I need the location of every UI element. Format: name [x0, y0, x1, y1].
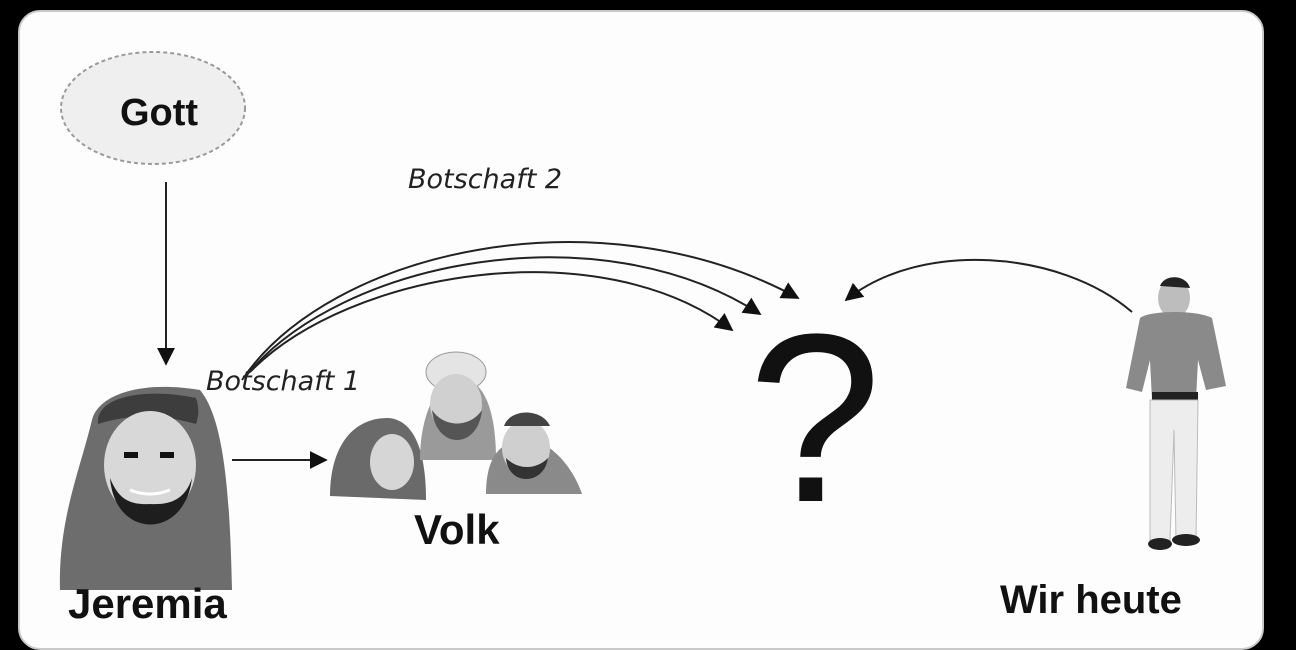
wir-heute-label: Wir heute: [1000, 578, 1182, 622]
botschaft-2-arrow-3: [249, 271, 734, 373]
volk-label: Volk: [414, 506, 500, 553]
volk-figure: [330, 351, 582, 500]
wir-heute-to-question-arrow: [844, 258, 1133, 313]
diagram-canvas: [59, 51, 1226, 590]
gott-label: Gott: [120, 92, 199, 134]
botschaft-1-label: Botschaft 1: [206, 366, 361, 397]
jeremia-label: Jeremia: [68, 580, 227, 627]
botschaft-2-arrow-1: [241, 241, 800, 381]
botschaft-2-arrow-2: [245, 256, 762, 377]
botschaft-2-label: Botschaft 2: [408, 164, 563, 195]
question-mark: ?: [748, 284, 882, 552]
wir-heute-figure: [1126, 277, 1226, 550]
jeremia-figure: [59, 386, 233, 590]
gott-node: [60, 51, 246, 165]
